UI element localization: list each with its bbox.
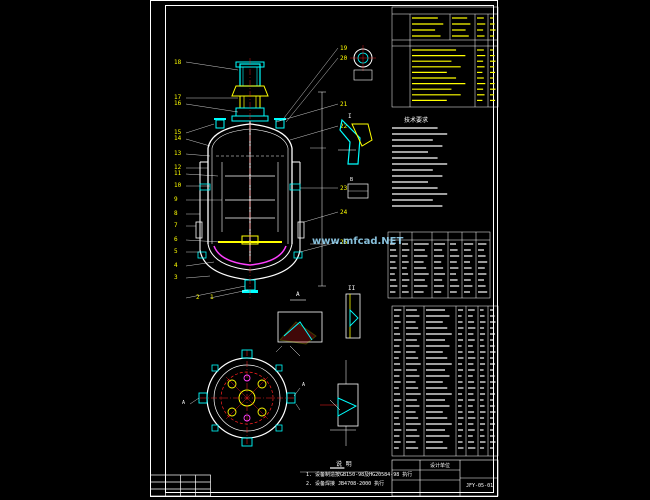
title-block [391,459,499,497]
callout-24: 24 [340,209,348,216]
detail-flange-lower [320,360,359,446]
callout-22: 22 [340,123,348,130]
callout-4: 4 [174,262,178,269]
callout-18: 18 [174,59,182,66]
section-label: A [296,291,300,298]
leader-lines-left [185,61,249,299]
company-name: 设计单位 [430,463,451,469]
svg-text:B: B [350,177,353,183]
callout-15: 15 [174,129,182,136]
detail-section-a: A [277,291,323,357]
tech-requirements [330,127,448,469]
callout-20: 20 [340,55,348,62]
callout-7: 7 [174,222,178,229]
callout-17: 17 [174,94,182,101]
callout-19: 19 [340,45,348,52]
drawing-number: JFY-05-01 [466,483,494,489]
callout-21: 21 [340,101,348,108]
callout-3: 3 [174,274,178,281]
plan-view: A A [182,345,305,447]
design-data-table [391,6,499,108]
callout-12: 12 [174,164,182,171]
callout-14: 14 [174,135,182,142]
detail-b: B [347,177,369,199]
leader-lines-right [275,47,339,253]
callout-2: 2 [196,294,200,301]
callout-5: 5 [174,248,178,255]
callout-25: 25 [340,239,348,246]
callout-10: 10 [174,182,182,189]
design-data-rows [412,17,496,102]
nozzle-rows [390,243,488,293]
callout-13: 13 [174,150,182,157]
parts-rows [394,309,496,449]
inner-frame [165,5,494,493]
note-2: 2. 设备焊接 JB4708-2000 执行 [306,481,385,487]
parts-list-table [391,305,499,457]
callouts-right: 19 20 21 22 23 24 25 [340,45,348,246]
watermark: www.mfcad.NET [312,236,404,247]
detail-flange-top [350,45,376,81]
callout-9: 9 [174,196,178,203]
left-block [150,474,211,497]
svg-text:II: II [348,285,356,292]
svg-text:A: A [182,400,185,406]
detail-i: I [338,113,373,165]
callout-23: 23 [340,185,348,192]
callout-8: 8 [174,210,178,217]
reactor-vessel [195,58,326,300]
callouts-left: 18 17 16 15 14 13 12 11 10 9 8 7 6 5 4 3… [174,59,214,301]
callout-11: 11 [174,170,182,177]
outer-frame [150,0,498,497]
nozzle-table [387,231,491,299]
tech-requirements-title: 技术要求 [404,117,429,124]
note-1: 1. 设备制造按GB150-98及HG20584-98 执行 [306,472,413,478]
detail-i-label: I [348,113,352,120]
svg-text:A: A [302,382,305,388]
callout-1: 1 [210,294,214,301]
callout-6: 6 [174,236,178,243]
notes-title: 说 明 [336,461,352,468]
detail-ii: II [345,285,361,339]
callout-16: 16 [174,100,182,107]
